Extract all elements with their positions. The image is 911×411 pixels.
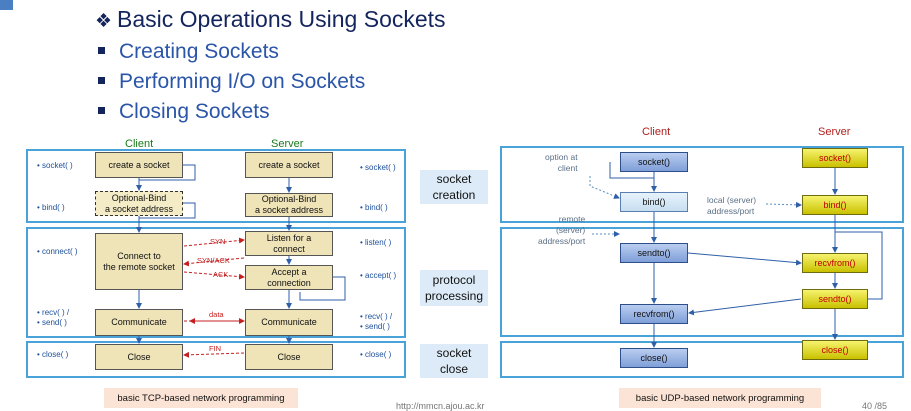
tcp-client-create-socket: create a socket (95, 152, 183, 178)
udp-client-bind: bind() (620, 192, 688, 212)
square-bullet-icon (98, 76, 105, 84)
tcp-server-create-socket: create a socket (245, 152, 333, 178)
phase-socket-creation: socket creation (420, 170, 488, 204)
tcp-server-listen: Listen for a connect (245, 231, 333, 256)
udp-client-recvfrom: recvfrom() (620, 304, 688, 324)
tcp-server-close: Close (245, 344, 333, 370)
tcp-left-label: • close( ) (37, 350, 69, 359)
udp-client-sendto: sendto() (620, 243, 688, 263)
tcp-msg-synack: SYN/ACK (197, 256, 230, 265)
slide-title-text: Basic Operations Using Sockets (117, 6, 446, 32)
tcp-client-connect: Connect to the remote socket (95, 233, 183, 290)
bullet-item: Performing I/O on Sockets (98, 70, 365, 94)
phase-socket-close: socket close (420, 344, 488, 378)
tcp-msg-data: data (209, 310, 224, 319)
page-number: 40 /85 (862, 401, 888, 411)
tcp-server-header: Server (271, 138, 304, 150)
tcp-left-label: • socket( ) (37, 161, 73, 170)
tcp-creation-band (26, 149, 406, 223)
tcp-left-label: • bind( ) (37, 203, 65, 212)
udp-note-option: option at client (545, 152, 578, 173)
tcp-client-close: Close (95, 344, 183, 370)
square-bullet-icon (98, 106, 105, 114)
udp-server-header: Server (818, 126, 851, 138)
tcp-left-label: • recv( ) / • send( ) (37, 308, 70, 327)
tcp-right-label: • close( ) (360, 350, 392, 359)
corner-accent (0, 0, 13, 10)
tcp-message-arrows (183, 237, 245, 358)
tcp-server-accept: Accept a connection (245, 265, 333, 290)
bullet-text: Closing Sockets (119, 100, 270, 123)
tcp-client-header: Client (125, 138, 154, 150)
udp-caption: basic UDP-based network programming (619, 388, 821, 408)
udp-client-socket: socket() (620, 152, 688, 172)
udp-server-sendto: sendto() (802, 289, 868, 309)
bullet-text: Performing I/O on Sockets (119, 70, 366, 93)
udp-note-local: local (server) address/port (707, 195, 757, 216)
tcp-right-label: • bind( ) (360, 203, 388, 212)
tcp-left-label: • connect( ) (37, 247, 78, 256)
tcp-msg-fin: FIN (209, 344, 222, 353)
bullet-item: Closing Sockets (98, 100, 270, 124)
udp-note-arrows (589, 176, 802, 237)
slide-title: ❖Basic Operations Using Sockets (95, 6, 446, 33)
phase-protocol-processing: protocol processing (420, 270, 488, 306)
udp-server-recvfrom: recvfrom() (802, 253, 868, 273)
tcp-right-label: • accept( ) (360, 271, 397, 280)
bullet-text: Creating Sockets (119, 40, 279, 63)
tcp-close-band (26, 341, 406, 378)
tcp-server-communicate: Communicate (245, 309, 333, 336)
udp-server-bind: bind() (802, 195, 868, 215)
tcp-caption: basic TCP-based network programming (104, 388, 298, 408)
tcp-server-flow (286, 178, 346, 344)
bullet-item: Creating Sockets (98, 40, 279, 64)
udp-server-flow (832, 168, 883, 340)
tcp-server-optional-bind: Optional-Bind a socket address (245, 193, 333, 217)
tcp-right-label: • socket( ) (360, 163, 396, 172)
tcp-client-optional-bind: Optional-Bind a socket address (95, 191, 183, 216)
udp-server-close: close() (802, 340, 868, 360)
udp-client-header: Client (642, 126, 671, 138)
udp-note-remote: remote (server) address/port (538, 214, 586, 246)
square-bullet-icon (98, 46, 105, 54)
diamond-bullet-icon: ❖ (95, 11, 113, 32)
footer-url: http://mmcn.ajou.ac.kr (396, 401, 485, 411)
udp-processing-band (500, 227, 904, 337)
tcp-msg-syn: SYN (210, 237, 226, 246)
tcp-client-flow (136, 164, 196, 344)
tcp-right-label: • listen( ) (360, 238, 392, 247)
tcp-processing-band (26, 227, 406, 338)
udp-server-socket: socket() (802, 148, 868, 168)
udp-client-close: close() (620, 348, 688, 368)
tcp-right-label: • recv( ) / • send( ) (360, 312, 393, 331)
udp-client-flow (609, 162, 802, 348)
tcp-msg-ack: ACK (213, 270, 229, 279)
tcp-client-communicate: Communicate (95, 309, 183, 336)
